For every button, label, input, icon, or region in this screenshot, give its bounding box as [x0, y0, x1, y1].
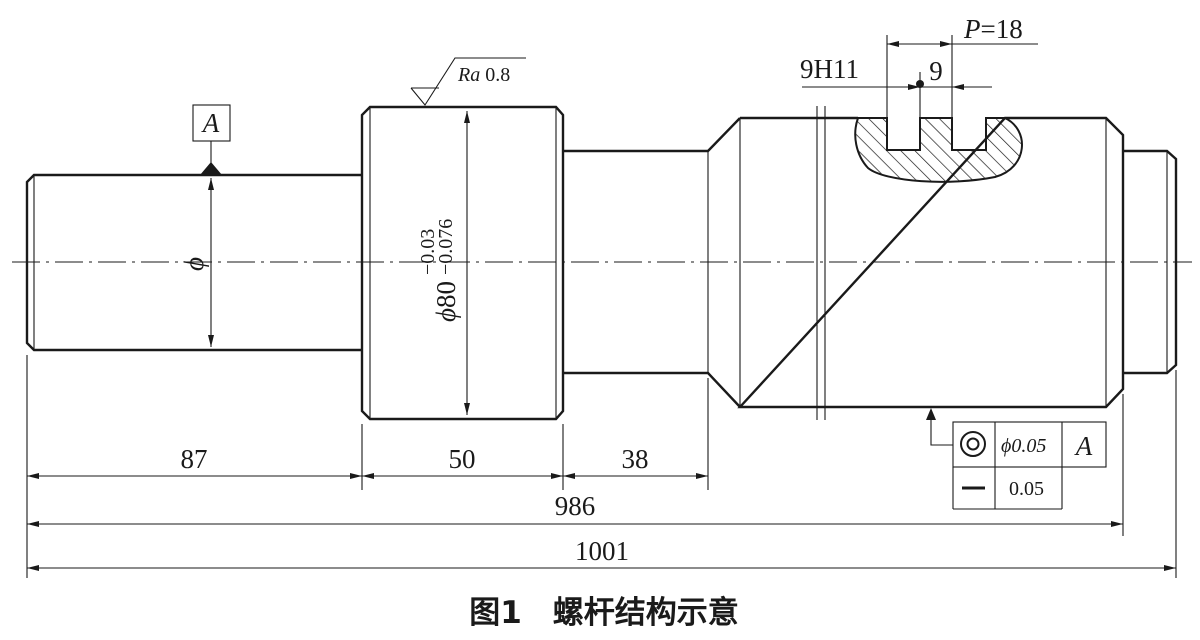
thread-groove-section — [854, 117, 1023, 183]
dimension-50: 50 — [449, 444, 476, 474]
collar-section — [360, 105, 565, 421]
geometric-tolerance-frame: ϕ0.05 A 0.05 — [926, 408, 1107, 510]
collar-upper-deviation: −0.03 — [417, 229, 439, 275]
groove-width-label: 9 — [929, 56, 943, 86]
thread-pitch-dimensions: P=18 9 9H11 — [800, 14, 1038, 118]
concentricity-datum: A — [1074, 431, 1093, 461]
left-shaft-section — [25, 173, 362, 352]
collar-nominal: 80 — [431, 281, 461, 308]
svg-text:ϕ80: ϕ80 — [431, 281, 461, 322]
datum-a-label: A — [201, 108, 220, 138]
groove-marker-dot — [916, 80, 924, 88]
surface-roughness-symbol: Ra 0.8 — [410, 57, 526, 106]
length-dimensions: 87 50 38 986 1001 — [26, 355, 1177, 578]
svg-text:P=18: P=18 — [963, 14, 1023, 44]
roughness-value: 0.8 — [485, 64, 510, 86]
dimension-1001: 1001 — [575, 536, 629, 566]
collar-lower-deviation: −0.076 — [435, 219, 457, 275]
diameter-symbol: ϕ — [431, 308, 461, 322]
right-end-section — [1123, 149, 1178, 375]
dimension-38: 38 — [622, 444, 649, 474]
pitch-value: =18 — [981, 14, 1023, 44]
thread-fit-label: 9H11 — [800, 54, 859, 84]
roughness-symbol: Ra — [457, 64, 480, 86]
datum-a-feature: A — [192, 104, 231, 175]
concentricity-icon — [960, 431, 986, 457]
svg-text:Ra 0.8: Ra 0.8 — [457, 64, 510, 86]
collar-diameter-label: ϕ80 −0.076 −0.03 — [417, 219, 461, 322]
pitch-symbol: P — [963, 14, 981, 44]
dimension-986: 986 — [555, 491, 596, 521]
dimension-87: 87 — [181, 444, 208, 474]
thread-body-section — [737, 106, 1125, 420]
shaft-diameter-label: ϕ — [179, 257, 209, 271]
concentricity-value: ϕ0.05 — [1001, 435, 1046, 457]
figure-caption: 图1 螺杆结构示意 — [469, 595, 739, 631]
neck-section — [563, 117, 741, 408]
straightness-value: 0.05 — [1009, 478, 1044, 500]
